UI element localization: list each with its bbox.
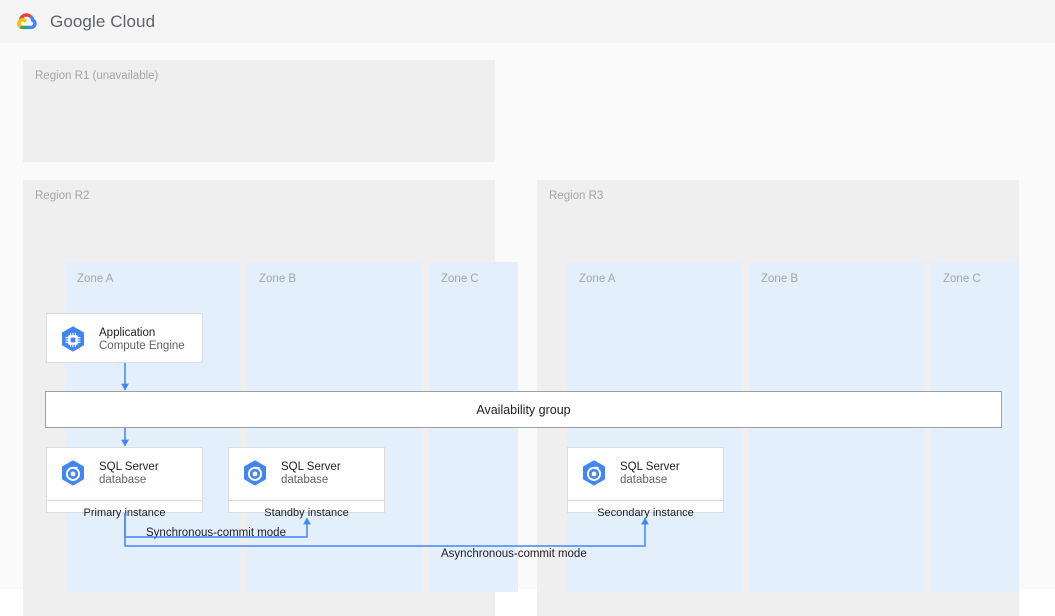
card-header: SQL Server database: [568, 448, 723, 500]
app-header: Google Cloud: [0, 0, 1055, 43]
sql-server-database-icon: [239, 458, 271, 490]
zone-label: Zone B: [761, 273, 799, 285]
region-r1-label: Region R1 (unavailable): [35, 70, 159, 82]
availability-group-bar[interactable]: Availability group: [45, 391, 1002, 428]
node-footer-label: Standby instance: [229, 500, 384, 524]
node-title: Application: [99, 326, 156, 339]
node-db-primary-card[interactable]: SQL Server database Primary instance: [46, 447, 203, 519]
brand-title: Google Cloud: [50, 11, 156, 31]
card-text-block: SQL Server database: [281, 461, 341, 488]
card-text-block: Application Compute Engine: [99, 327, 185, 354]
node-footer-label: Primary instance: [47, 500, 202, 524]
node-application-card[interactable]: Application Compute Engine: [46, 313, 203, 363]
node-title: SQL Server: [99, 460, 159, 473]
node-db-secondary-card[interactable]: SQL Server database Secondary instance: [567, 447, 724, 519]
card-header: Application Compute Engine: [47, 314, 202, 366]
node-title: SQL Server: [620, 460, 680, 473]
sql-server-database-icon: [57, 458, 89, 490]
compute-engine-icon: [57, 324, 89, 356]
node-footer-label: Secondary instance: [568, 500, 723, 524]
connector-label-asynchronous: Asynchronous-commit mode: [441, 548, 587, 560]
card-text-block: SQL Server database: [620, 461, 680, 488]
card-header: SQL Server database: [229, 448, 384, 500]
node-subtitle: database: [99, 474, 147, 486]
zone-label: Zone C: [441, 273, 479, 285]
node-title: SQL Server: [281, 460, 341, 473]
diagram-canvas: Region R1 (unavailable) Region R2 Zone A…: [0, 43, 1055, 616]
google-cloud-logo-icon: [14, 9, 40, 35]
region-r3-label: Region R3: [549, 190, 604, 202]
node-subtitle: database: [281, 474, 329, 486]
zone-label: Zone A: [77, 273, 114, 285]
node-db-standby-card[interactable]: SQL Server database Standby instance: [228, 447, 385, 519]
connector-label-synchronous: Synchronous-commit mode: [146, 527, 286, 539]
card-header: SQL Server database: [47, 448, 202, 500]
node-subtitle: database: [620, 474, 668, 486]
node-subtitle: Compute Engine: [99, 340, 185, 352]
sql-server-database-icon: [578, 458, 610, 490]
region-r1-panel: Region R1 (unavailable): [23, 60, 495, 162]
availability-group-label: Availability group: [476, 402, 571, 417]
zone-label: Zone B: [259, 273, 297, 285]
zone-label: Zone A: [579, 273, 616, 285]
card-text-block: SQL Server database: [99, 461, 159, 488]
zone-label: Zone C: [943, 273, 981, 285]
region-r2-label: Region R2: [35, 190, 90, 202]
